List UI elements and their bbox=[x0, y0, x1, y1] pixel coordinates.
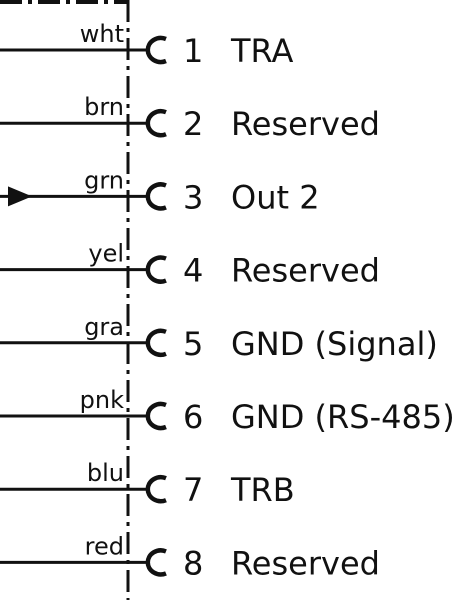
socket-contact-icon bbox=[145, 108, 167, 138]
pin-signal-label: GND (RS-485) bbox=[231, 398, 455, 436]
pin-number: 6 bbox=[183, 398, 203, 436]
pin-number: 1 bbox=[183, 32, 203, 70]
wire-color-label: grn bbox=[84, 166, 124, 194]
wire-color-label: gra bbox=[84, 313, 124, 341]
pin-signal-label: TRB bbox=[230, 471, 295, 509]
pin-number: 8 bbox=[183, 544, 203, 582]
pin-row: gra 5 GND (Signal) bbox=[0, 313, 438, 363]
pin-row: wht 1 TRA bbox=[0, 20, 293, 70]
socket-contact-icon bbox=[145, 182, 167, 211]
pin-number: 7 bbox=[183, 471, 203, 509]
socket-contact-icon bbox=[145, 328, 167, 358]
wire-color-label: red bbox=[85, 532, 124, 560]
socket-contact-icon bbox=[145, 35, 167, 65]
socket-contact-icon bbox=[145, 548, 167, 577]
socket-contact-icon bbox=[145, 255, 167, 284]
pin-row: yel 4 Reserved bbox=[0, 240, 380, 290]
pin-number: 4 bbox=[183, 252, 203, 290]
pin-signal-label: TRA bbox=[230, 32, 293, 70]
pin-row: pnk 6 GND (RS-485) bbox=[0, 386, 455, 436]
wire-color-label: brn bbox=[84, 93, 124, 121]
pin-number: 2 bbox=[183, 105, 203, 143]
socket-contact-icon bbox=[145, 474, 167, 504]
pin-number: 3 bbox=[183, 178, 203, 216]
wire-color-label: pnk bbox=[80, 386, 124, 414]
wire-color-label: wht bbox=[80, 20, 124, 48]
pin-signal-label: Reserved bbox=[231, 252, 380, 290]
pin-row: blu 7 TRB bbox=[0, 459, 295, 509]
wire-color-label: blu bbox=[87, 459, 124, 487]
socket-contact-icon bbox=[145, 401, 167, 431]
wire-color-label: yel bbox=[88, 240, 124, 268]
pin-signal-label: Out 2 bbox=[231, 178, 320, 216]
pin-row: grn 3 Out 2 bbox=[0, 166, 320, 216]
pin-signal-label: Reserved bbox=[231, 544, 380, 582]
pin-row: brn 2 Reserved bbox=[0, 93, 380, 143]
pin-number: 5 bbox=[183, 325, 203, 363]
output-arrow-icon bbox=[8, 186, 32, 207]
pin-signal-label: Reserved bbox=[231, 105, 380, 143]
pin-row: red 8 Reserved bbox=[0, 532, 380, 582]
pin-signal-label: GND (Signal) bbox=[231, 325, 438, 363]
